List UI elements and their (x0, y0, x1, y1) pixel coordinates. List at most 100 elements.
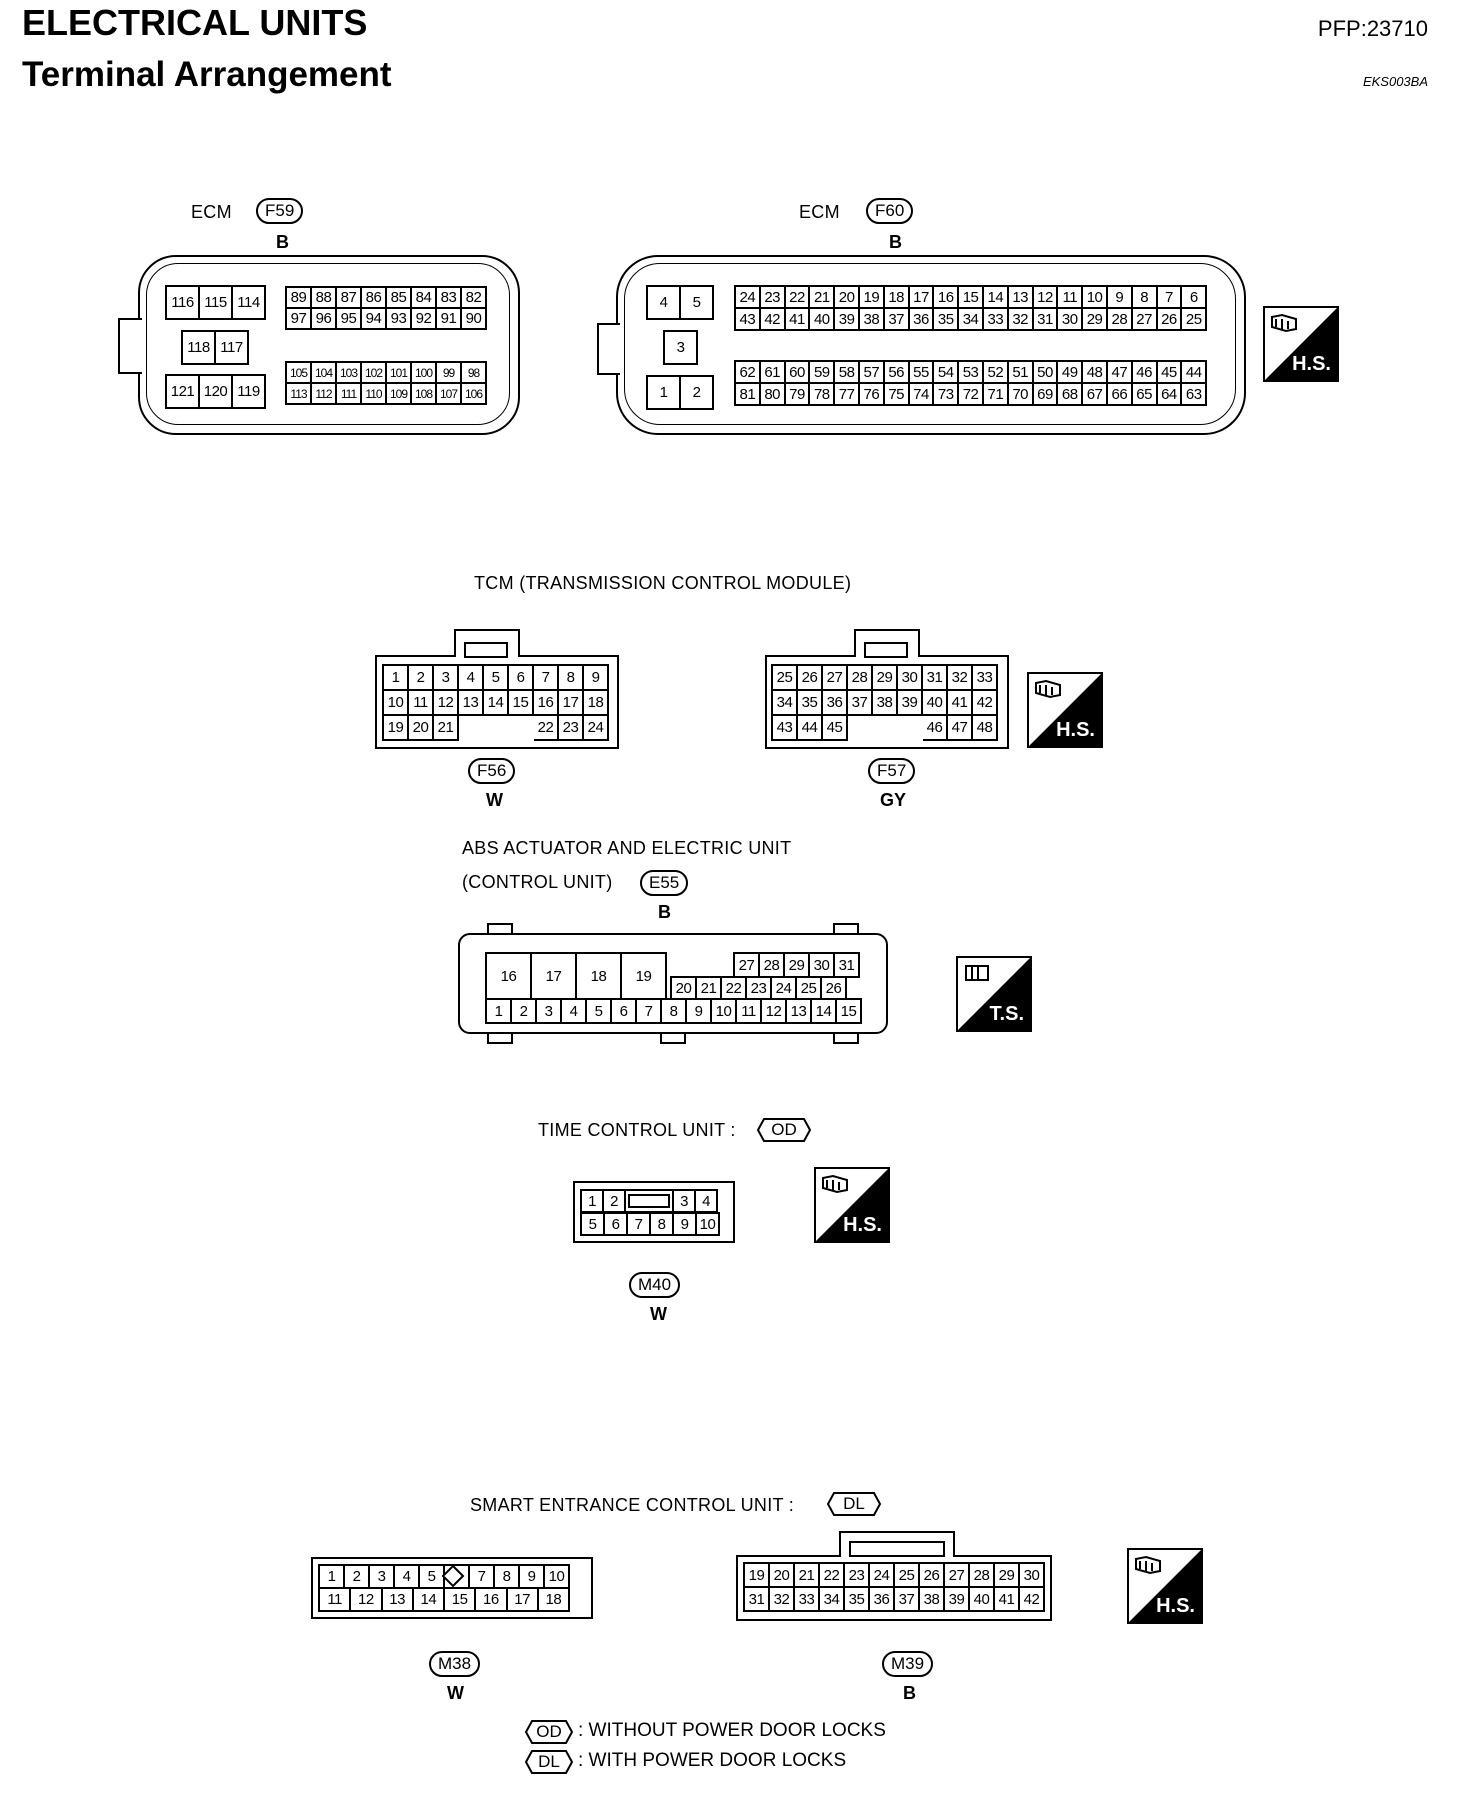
terminal-cell: 36 (870, 1588, 895, 1612)
terminal-cell: 112 (312, 384, 337, 405)
terminal-cell: 104 (312, 363, 337, 384)
terminal-cell: 94 (362, 309, 387, 330)
terminal-cell: 70 (1008, 384, 1034, 406)
terminal-cell: 11 (1058, 287, 1084, 309)
terminal-cell: 9 (687, 1000, 712, 1024)
connector-f56-slot (464, 642, 508, 658)
terminal-cell: 92 (412, 309, 437, 330)
terminal-gap (848, 714, 873, 741)
terminal-cell: 45 (823, 716, 848, 741)
connector-id-e55: E55 (640, 870, 689, 896)
terminal-cell: 109 (387, 384, 412, 405)
terminal-cell: 22 (722, 978, 747, 1000)
terminal-cell: 15 (959, 287, 984, 309)
connector-color-e55: B (658, 902, 671, 922)
terminal-cell: 28 (848, 666, 873, 691)
connector-id-m40: M40 (629, 1272, 681, 1298)
terminal-cell: 29 (995, 1564, 1020, 1588)
terminal-cell: 90 (462, 309, 487, 330)
terminal-cell: 74 (909, 384, 935, 406)
hs-label: H.S. (1292, 353, 1331, 375)
terminal-cell: 35 (798, 691, 823, 716)
terminal-cell: 57 (859, 362, 885, 384)
terminal-cell: 77 (835, 384, 860, 406)
terminal-side-icon-abs: T.S. (956, 956, 1032, 1032)
terminal-cell: 51 (1008, 362, 1034, 384)
terminal-cell: 18 (584, 691, 609, 716)
terminal-cell: 121 (167, 376, 200, 409)
terminal-cell: 13 (787, 1000, 812, 1024)
terminal-cell: 10 (697, 1214, 720, 1236)
terminal-cell: 41 (995, 1588, 1020, 1612)
terminal-cell: 23 (559, 716, 584, 741)
f60-block-b: 3 (663, 330, 698, 365)
terminal-cell: 97 (287, 309, 312, 330)
document-code: EKS003BA (1362, 74, 1428, 89)
terminal-cell: 19 (859, 287, 885, 309)
dl-tag: DL (843, 1494, 865, 1513)
terminal-cell: 46 (923, 716, 948, 741)
terminal-cell: 18 (538, 1589, 570, 1612)
harness-side-icon-time-control: H.S. (814, 1167, 890, 1243)
terminal-cell: 24 (736, 287, 761, 309)
terminal-cell: 24 (584, 716, 609, 741)
time-control-label: TIME CONTROL UNIT : (538, 1120, 736, 1140)
terminal-cell: 7 (628, 1214, 651, 1236)
terminal-cell: 14 (812, 1000, 837, 1024)
terminal-cell: 118 (183, 332, 216, 365)
connector-id-f59: F59 (256, 198, 304, 224)
terminal-cell: 38 (873, 691, 898, 716)
terminal-cell: 5 (484, 666, 509, 691)
terminal-cell: 47 (948, 716, 973, 741)
connector-id-f57: F57 (868, 758, 916, 784)
legend-od-text: : WITHOUT POWER DOOR LOCKS (578, 1720, 886, 1741)
terminal-cell: 19 (745, 1564, 770, 1588)
tcm-label: TCM (TRANSMISSION CONTROL MODULE) (474, 573, 852, 593)
key-slot (626, 1191, 674, 1213)
terminal-cell: 30 (1058, 309, 1084, 331)
terminal-cell: 40 (923, 691, 948, 716)
terminal-cell: 87 (337, 288, 362, 309)
terminal-cell: 114 (233, 287, 266, 320)
legend-dl-shape (524, 1750, 574, 1774)
terminal-cell: 6 (1182, 287, 1208, 309)
terminal-cell: 22 (785, 287, 811, 309)
terminal-cell: 24 (870, 1564, 895, 1588)
terminal-cell: 2 (681, 377, 714, 410)
terminal-cell: 13 (1008, 287, 1034, 309)
connector-color-f60: B (889, 232, 902, 252)
terminal-cell: 32 (1008, 309, 1034, 331)
terminal-cell: 40 (810, 309, 836, 331)
abs-label-line1: ABS ACTUATOR AND ELECTRIC UNIT (462, 838, 792, 858)
terminal-cell: 14 (413, 1589, 445, 1612)
terminal-cell: 34 (773, 691, 798, 716)
terminal-cell: 78 (810, 384, 836, 406)
terminal-cell: 27 (945, 1564, 970, 1588)
dl-tag-shape (826, 1492, 882, 1516)
terminal-cell: 79 (785, 384, 811, 406)
ecm-label-f60: ECM (799, 202, 840, 222)
terminal-cell: 31 (835, 954, 860, 978)
terminal-cell: 1 (487, 1000, 512, 1024)
terminal-cell: 15 (445, 1589, 477, 1612)
connector-id-f60: F60 (866, 198, 914, 224)
terminal-cell: 7 (534, 666, 559, 691)
terminal-cell: 4 (459, 666, 484, 691)
terminal-cell: 67 (1083, 384, 1108, 406)
terminal-cell: 105 (287, 363, 312, 384)
terminal-cell: 4 (395, 1566, 420, 1589)
terminal-cell: 101 (387, 363, 412, 384)
terminal-cell: 117 (216, 332, 249, 365)
terminal-gap (509, 714, 534, 741)
terminal-cell: 7 (470, 1566, 495, 1589)
connector-f60-latch (597, 323, 620, 375)
terminal-cell: 80 (760, 384, 786, 406)
terminal-cell: 68 (1058, 384, 1084, 406)
terminal-cell: 17 (909, 287, 935, 309)
